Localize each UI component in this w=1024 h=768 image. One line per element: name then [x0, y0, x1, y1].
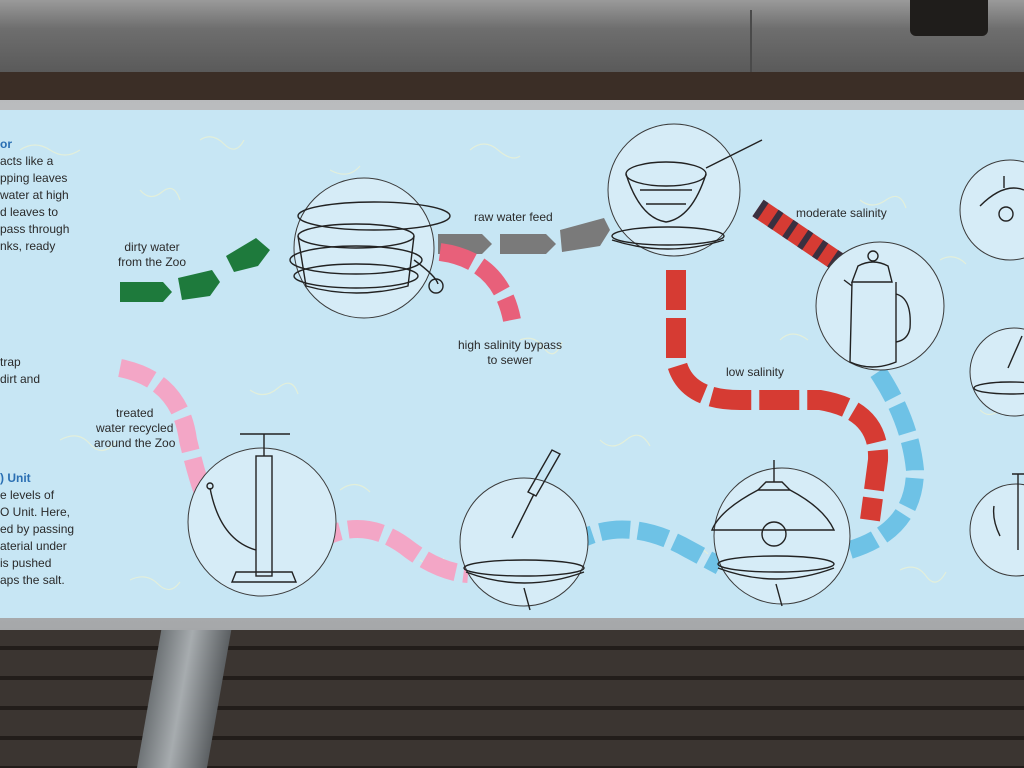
- side-text-block-2: trap dirt and: [0, 355, 41, 386]
- rail-seam: [750, 10, 752, 72]
- pump-circle: [187, 447, 337, 597]
- side-text-block-1: or acts like a pping leaves water at hig…: [0, 137, 70, 253]
- low-salinity-stream: [666, 270, 889, 522]
- pump-drawing: [206, 433, 298, 583]
- jug-circle: [815, 241, 945, 371]
- sign-frame: or acts like a pping leaves water at hig…: [0, 100, 1024, 630]
- label-low-salinity: low salinity: [726, 365, 785, 379]
- moderate-salinity-arrow: [752, 199, 844, 271]
- blue-stream-bottom: [560, 520, 725, 574]
- cloche-drawing: [710, 460, 836, 607]
- raw-water-arrows: [438, 218, 610, 254]
- top-metal-rail: [0, 0, 1024, 72]
- dropper-circle: [459, 477, 589, 607]
- rail-bracket: [910, 0, 988, 36]
- dropper-drawing: [463, 449, 585, 611]
- strainer-drawing: [289, 201, 451, 294]
- label-raw-water-feed: raw water feed: [474, 210, 553, 224]
- blue-stream-right: [847, 367, 925, 559]
- treated-water-stream: [117, 359, 219, 515]
- sieve-drawing: [611, 139, 763, 250]
- label-treated-water: treated water recycled around the Zoo: [94, 406, 176, 450]
- edge-circle-top: [959, 159, 1024, 261]
- flow-diagram: [117, 123, 1024, 611]
- jug-drawing: [843, 250, 911, 368]
- side-text-block-3: ) Unit e levels of O Unit. Here, ed by p…: [0, 471, 75, 587]
- treated-water-stream-bottom: [304, 519, 469, 583]
- label-moderate-salinity: moderate salinity: [796, 206, 887, 220]
- label-high-salinity-bypass: high salinity bypass to sewer: [458, 338, 563, 367]
- cloche-circle: [713, 467, 851, 605]
- bypass-stream: [438, 243, 521, 323]
- edge-drawings: [973, 176, 1024, 550]
- label-dirty-water: dirty water from the Zoo: [118, 240, 187, 269]
- info-panel: or acts like a pping leaves water at hig…: [0, 110, 1024, 618]
- edge-circle-mid: [969, 327, 1024, 417]
- dirty-water-arrows: [120, 238, 270, 302]
